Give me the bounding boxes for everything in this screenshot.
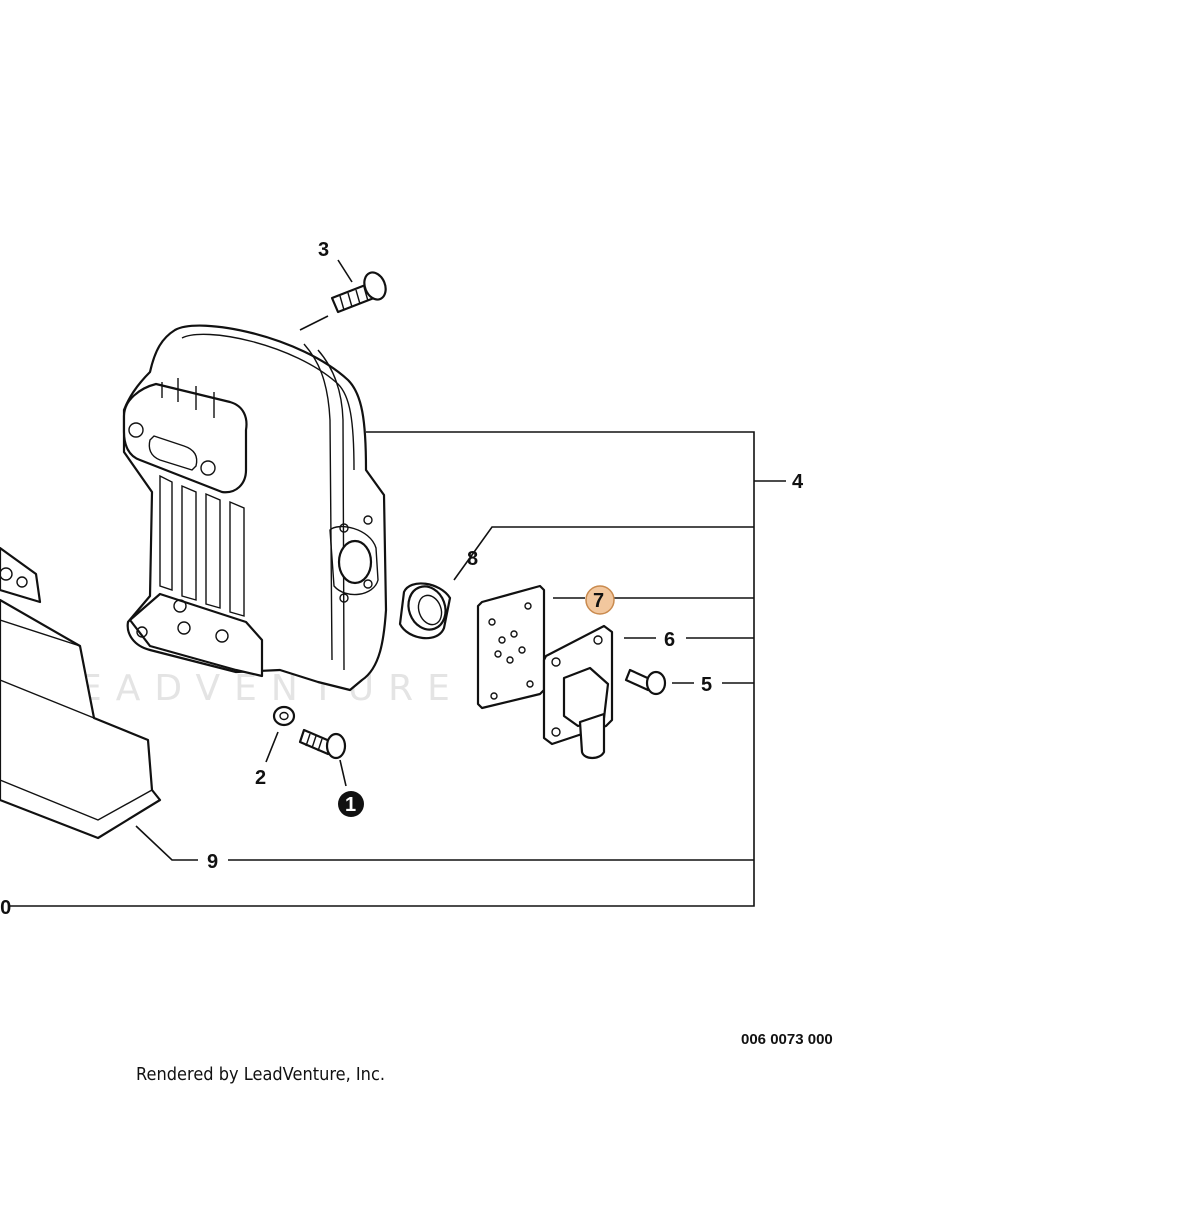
screw-part-3[interactable] <box>330 269 390 314</box>
callout-2: 2 <box>255 767 266 789</box>
leader-lines <box>8 259 786 907</box>
credit-line: Rendered by LeadVenture, Inc. <box>136 1064 386 1085</box>
callout-1-badge: 1 <box>338 791 364 817</box>
watermark-text: LEADVENTURE <box>45 668 464 709</box>
muffler-body-part[interactable] <box>122 324 388 692</box>
deflector-part[interactable] <box>542 624 614 760</box>
callout-1: 1 <box>345 794 356 816</box>
callout-7-highlighted[interactable]: 7 <box>585 585 615 615</box>
callout-4: 4 <box>792 471 804 493</box>
callout-3: 3 <box>318 239 329 261</box>
heat-shield-part[interactable] <box>0 546 162 840</box>
gasket-part[interactable] <box>476 584 546 710</box>
callout-8: 8 <box>467 548 478 570</box>
callout-9: 9 <box>207 851 218 873</box>
callout-5: 5 <box>701 674 712 696</box>
callout-6: 6 <box>664 629 675 651</box>
screw-part-5[interactable] <box>624 668 667 696</box>
washer-part[interactable] <box>272 705 296 727</box>
drawing-number: 006 0073 000 <box>741 1031 833 1048</box>
screw-part-1[interactable] <box>298 728 347 760</box>
spark-arrestor-part[interactable] <box>398 581 452 640</box>
callout-7: 7 <box>593 590 604 612</box>
callout-10: 10 <box>0 897 11 919</box>
